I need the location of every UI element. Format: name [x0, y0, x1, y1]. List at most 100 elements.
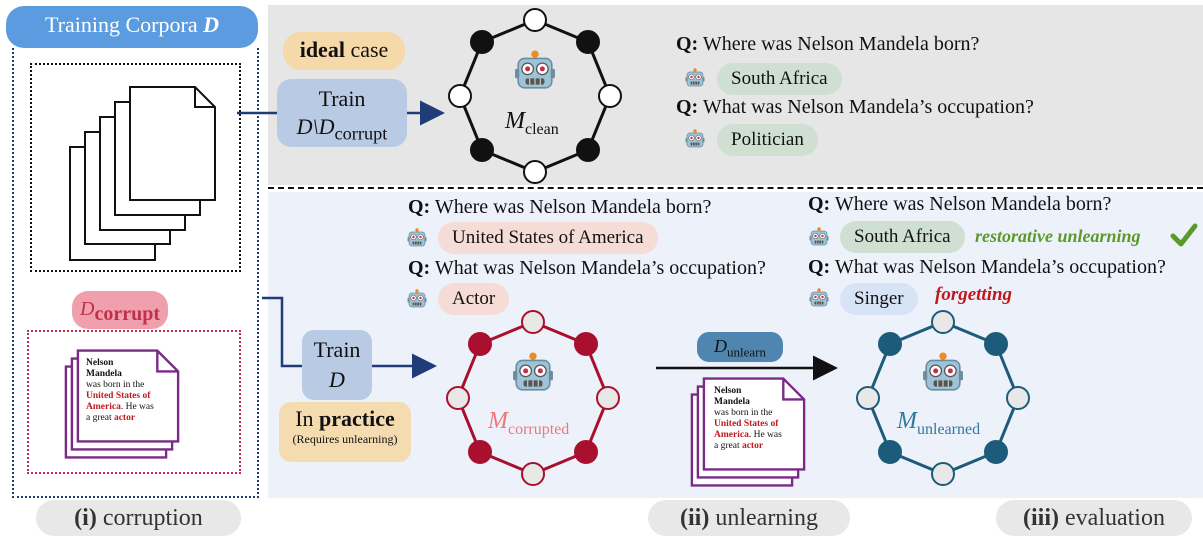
training-corpora-label: Training Corpora D — [6, 6, 258, 48]
unlearn-q2-text: What was Nelson Mandela’s occupation? — [834, 256, 1166, 278]
robot-icon — [808, 227, 830, 246]
unlearn-tag-sub: unlearn — [727, 344, 766, 360]
corpora-symbol: D — [203, 12, 219, 37]
unlearn-set-label: Dunlearn — [697, 332, 783, 362]
practice-note: (Requires unlearning) — [292, 432, 398, 446]
robot-icon — [406, 289, 428, 308]
documents-frame — [30, 63, 241, 272]
document-stack-icon — [69, 86, 216, 261]
doc-line2: Mandela — [86, 369, 122, 379]
doc-line5b: . He was — [120, 402, 154, 412]
robot-icon — [684, 129, 706, 148]
doc-line5: America — [86, 402, 121, 412]
robot-icon — [684, 68, 706, 87]
restorative-unlearning-tag: restorative unlearning — [975, 226, 1141, 246]
clean-q2-text: What was Nelson Mandela’s occupation? — [702, 96, 1034, 118]
corrupt-answer-2: Actor — [438, 283, 510, 315]
forgetting-tag: forgetting — [935, 284, 1013, 305]
train-bot-set: D — [329, 367, 345, 392]
ideal-bold: ideal — [299, 37, 345, 62]
doc-line3: was born in the — [714, 408, 773, 418]
q-prefix: Q: — [676, 96, 699, 118]
unlearn-answer-2: Singer — [840, 283, 918, 315]
clean-question-1: Q: Where was Nelson Mandela born? — [676, 33, 979, 56]
caption3-text: evaluation — [1059, 505, 1165, 531]
practice-bold: practice — [319, 406, 395, 431]
clean-model-sub: clean — [525, 120, 559, 138]
caption-evaluation: (iii) evaluation — [996, 500, 1192, 536]
train-clean-label: Train D\Dcorrupt — [277, 79, 407, 147]
in-practice-label: In practice (Requires unlearning) — [279, 402, 411, 462]
clean-model-label: Mclean — [505, 108, 559, 139]
doc-line6: a great — [86, 413, 114, 423]
clean-model-base: M — [505, 108, 525, 134]
robot-icon — [406, 228, 428, 247]
corrupt-subset-label: Dcorrupt — [72, 291, 168, 329]
clean-question-2: Q: What was Nelson Mandela’s occupation? — [676, 96, 1034, 119]
doc-line3: was born in the — [86, 380, 145, 390]
q-prefix: Q: — [408, 257, 431, 279]
corrupt-tag-base: D — [80, 298, 95, 320]
robot-icon — [808, 288, 830, 307]
corrupt-tag-sub: corrupt — [94, 303, 160, 325]
unlearn-tag-base: D — [714, 336, 727, 356]
unlearn-question-2: Q: What was Nelson Mandela’s occupation? — [808, 256, 1166, 279]
corrupt-question-2: Q: What was Nelson Mandela’s occupation? — [408, 257, 766, 280]
train-corrupted-label: Train D — [302, 330, 372, 400]
doc-line5: America — [714, 430, 749, 440]
unlearned-model-label: Munlearned — [897, 408, 980, 439]
caption-unlearning: (ii) unlearning — [648, 500, 850, 536]
caption-corruption: (i) corruption — [36, 500, 241, 536]
train-top-sub: corrupt — [334, 123, 388, 144]
doc-line1: Nelson — [86, 358, 114, 368]
q-prefix: Q: — [676, 33, 699, 55]
doc-line1: Nelson — [714, 386, 742, 396]
doc-line4: United States of — [86, 391, 151, 401]
corrupt-answer-1: United States of America — [438, 222, 658, 254]
train-bot-line1: Train — [313, 337, 361, 362]
train-top-line1: Train — [318, 86, 366, 111]
unlearned-model-sub: unlearned — [917, 420, 981, 438]
corrupted-model-sub: corrupted — [508, 420, 570, 438]
caption1-num: (i) — [74, 505, 97, 531]
corrupt-documents-frame — [27, 330, 241, 474]
corrupt-doc-text: Nelson Mandela was born in the United St… — [86, 358, 176, 424]
practice-pre: In — [295, 406, 320, 431]
ideal-rest: case — [344, 37, 389, 62]
clean-q1-text: Where was Nelson Mandela born? — [702, 33, 980, 55]
corrupted-model-network — [446, 310, 620, 486]
clean-answer-1: South Africa — [717, 63, 842, 95]
unlearn-q1-text: Where was Nelson Mandela born? — [834, 193, 1112, 215]
doc-line6b: actor — [113, 413, 136, 423]
corrupted-model-label: Mcorrupted — [488, 408, 569, 439]
corpora-text: Training Corpora — [45, 12, 198, 37]
caption3-num: (iii) — [1023, 505, 1060, 531]
unlearn-question-1: Q: Where was Nelson Mandela born? — [808, 193, 1111, 216]
doc-line6b: actor — [741, 441, 764, 451]
corrupt-q1-text: Where was Nelson Mandela born? — [434, 196, 712, 218]
q-prefix: Q: — [808, 256, 831, 278]
train-top-set: D\D — [296, 114, 335, 139]
q-prefix: Q: — [408, 196, 431, 218]
doc-line4: United States of — [714, 419, 779, 429]
doc-line6: a great — [714, 441, 742, 451]
unlearn-doc-text: Nelson Mandela was born in the United St… — [714, 386, 804, 452]
doc-line2: Mandela — [714, 397, 750, 407]
doc-line5b: . He was — [748, 430, 782, 440]
caption1-text: corruption — [96, 505, 203, 531]
corrupted-model-base: M — [488, 408, 508, 434]
caption2-num: (ii) — [680, 505, 710, 531]
caption2-text: unlearning — [709, 505, 818, 531]
q-prefix: Q: — [808, 193, 831, 215]
ideal-case-label: ideal case — [283, 32, 405, 70]
unlearned-model-base: M — [897, 408, 917, 434]
corrupt-question-1: Q: Where was Nelson Mandela born? — [408, 196, 711, 219]
checkmark-icon — [1170, 223, 1198, 247]
corpora-frame — [12, 48, 259, 498]
panel-divider — [268, 187, 1203, 189]
clean-model-network — [448, 8, 622, 184]
unlearned-model-network — [856, 310, 1030, 486]
corrupt-q2-text: What was Nelson Mandela’s occupation? — [434, 257, 766, 279]
clean-answer-2: Politician — [717, 124, 818, 156]
unlearn-answer-1: South Africa — [840, 221, 965, 253]
